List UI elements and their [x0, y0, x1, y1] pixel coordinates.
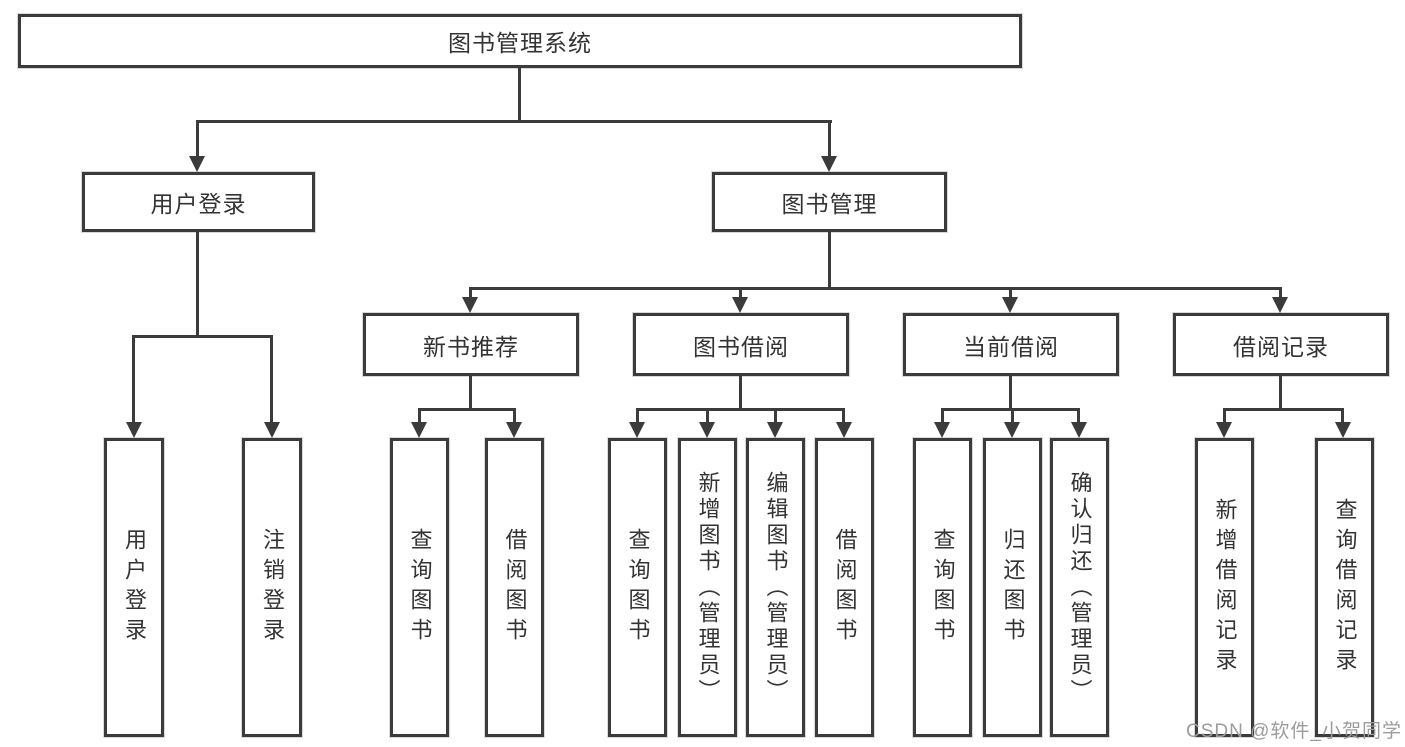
connector-line [196, 120, 832, 123]
connector-line [739, 287, 742, 299]
arrow-down-icon [126, 422, 142, 438]
connector-line [941, 408, 944, 424]
node-user-login-label: 用户登录 [150, 191, 247, 217]
leaf-query-borrow-record: 查询借阅记录 [1315, 438, 1374, 737]
arrow-down-icon [1335, 422, 1351, 438]
node-book-management-label: 图书管理 [781, 191, 878, 217]
arrow-down-icon [767, 422, 783, 438]
connector-line [1279, 374, 1282, 408]
leaf-label: 查询图书 [930, 527, 956, 648]
leaf-borrow-books-recommend: 借阅图书 [485, 438, 544, 737]
connector-line [469, 287, 1282, 290]
connector-line [1223, 408, 1344, 411]
node-root-label: 图书管理系统 [448, 30, 592, 56]
leaf-label: 查询借阅记录 [1332, 497, 1358, 678]
node-new-book-recommend-label: 新书推荐 [423, 333, 519, 360]
node-user-login: 用户登录 [82, 172, 315, 232]
connector-line [1279, 287, 1282, 299]
leaf-label: 新增图书（管理员） [695, 470, 721, 705]
connector-line [469, 287, 472, 299]
connector-line [1009, 287, 1012, 299]
node-current-borrow-label: 当前借阅 [963, 333, 1059, 360]
leaf-label: 借阅图书 [502, 527, 528, 648]
leaf-logout-label: 注销登录 [260, 527, 285, 648]
node-book-borrow-label: 图书借阅 [693, 333, 789, 360]
leaf-query-books-current: 查询图书 [913, 438, 972, 737]
arrow-down-icon [1272, 297, 1288, 313]
leaf-confirm-return-admin: 确认归还（管理员） [1050, 438, 1109, 737]
connector-line [1077, 408, 1080, 424]
leaf-edit-books-admin: 编辑图书（管理员） [746, 438, 805, 737]
leaf-borrow-books: 借阅图书 [815, 438, 874, 737]
leaf-add-borrow-record: 新增借阅记录 [1195, 438, 1254, 737]
arrow-down-icon [1002, 297, 1018, 313]
connector-line [706, 408, 709, 424]
connector-line [1341, 408, 1344, 424]
arrow-down-icon [506, 422, 522, 438]
connector-line [636, 408, 639, 424]
arrow-down-icon [411, 422, 427, 438]
connector-line [469, 374, 472, 408]
node-current-borrow: 当前借阅 [903, 313, 1119, 376]
connector-line [774, 408, 777, 424]
leaf-query-books-borrow: 查询图书 [608, 438, 667, 737]
connector-line [739, 374, 742, 408]
arrow-down-icon [462, 297, 478, 313]
leaf-return-books: 归还图书 [983, 438, 1042, 737]
connector-line [941, 408, 1080, 411]
csdn-watermark: CSDN @软件_小贺同学 [1186, 721, 1402, 742]
leaf-label: 查询图书 [625, 527, 651, 648]
node-new-book-recommend: 新书推荐 [363, 313, 579, 376]
leaf-user-login: 用户登录 [104, 438, 164, 737]
connector-line [1011, 408, 1014, 424]
connector-line [513, 408, 516, 424]
connector-line [196, 230, 199, 335]
leaf-label: 确认归还（管理员） [1067, 470, 1093, 705]
arrow-down-icon [699, 422, 715, 438]
connector-line [1009, 374, 1012, 408]
connector-line [828, 230, 831, 287]
arrow-down-icon [264, 422, 280, 438]
leaf-user-login-label: 用户登录 [122, 527, 147, 648]
connector-line [636, 408, 845, 411]
arrow-down-icon [1216, 422, 1232, 438]
connector-line [518, 66, 521, 120]
leaf-logout: 注销登录 [242, 438, 302, 737]
connector-line [132, 335, 273, 338]
leaf-query-books-recommend: 查询图书 [390, 438, 449, 737]
leaf-label: 借阅图书 [832, 527, 858, 648]
connector-line [270, 335, 273, 423]
connector-line [132, 335, 135, 423]
leaf-label: 编辑图书（管理员） [763, 470, 789, 705]
connector-line [196, 120, 199, 158]
connector-line [418, 408, 421, 424]
arrow-down-icon [821, 156, 837, 172]
leaf-label: 新增借阅记录 [1212, 497, 1238, 678]
arrow-down-icon [732, 297, 748, 313]
leaf-add-books-admin: 新增图书（管理员） [678, 438, 737, 737]
connector-line [828, 120, 831, 158]
arrow-down-icon [934, 422, 950, 438]
arrow-down-icon [1004, 422, 1020, 438]
connector-line [1223, 408, 1226, 424]
arrow-down-icon [189, 156, 205, 172]
arrow-down-icon [1071, 422, 1087, 438]
connector-line [842, 408, 845, 424]
node-book-borrow: 图书借阅 [633, 313, 849, 376]
arrow-down-icon [836, 422, 852, 438]
node-borrow-records: 借阅记录 [1173, 313, 1389, 376]
leaf-label: 查询图书 [407, 527, 433, 648]
node-root: 图书管理系统 [18, 14, 1022, 68]
node-book-management: 图书管理 [712, 172, 947, 232]
connector-line [418, 408, 516, 411]
leaf-label: 归还图书 [1000, 527, 1026, 648]
node-borrow-records-label: 借阅记录 [1233, 333, 1329, 360]
arrow-down-icon [629, 422, 645, 438]
